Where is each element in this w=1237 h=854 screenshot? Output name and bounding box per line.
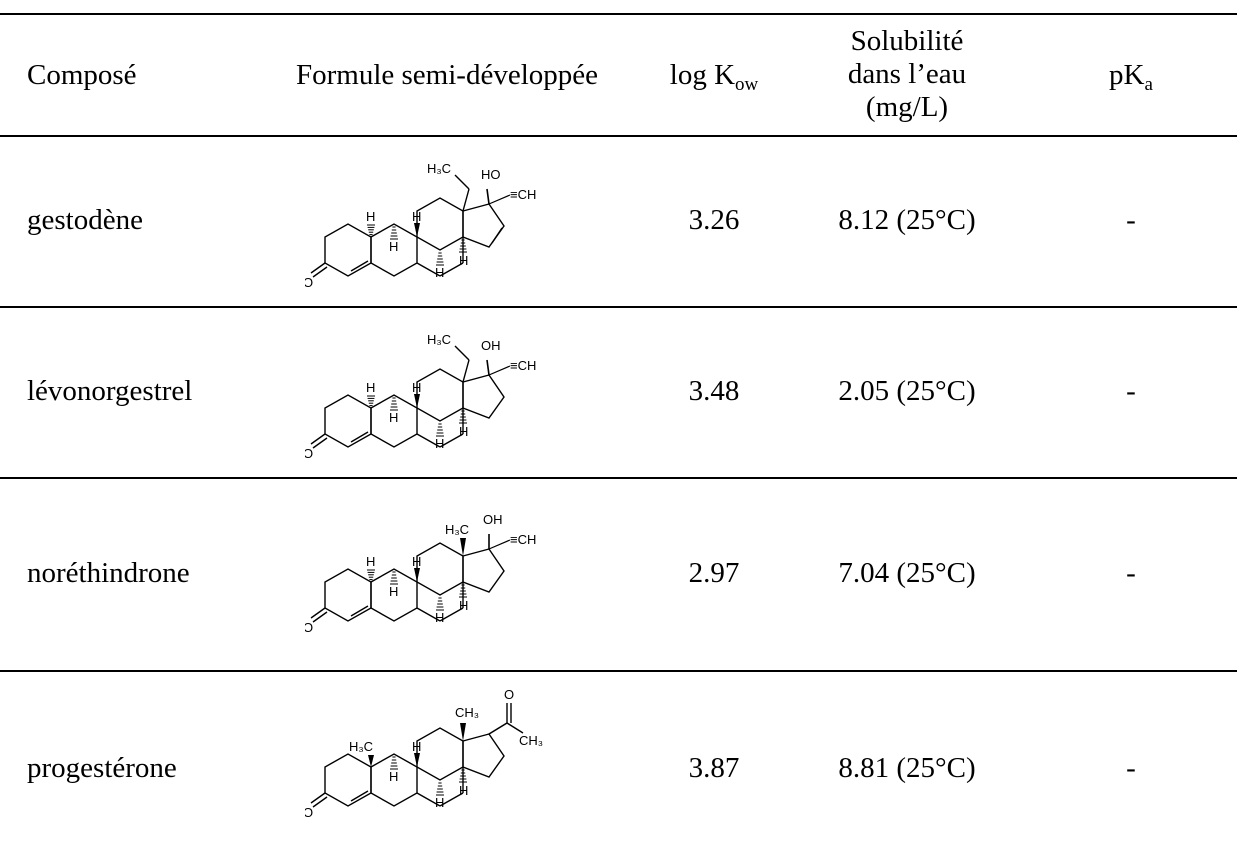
solubility-value: 8.81 (25°C)	[838, 752, 976, 784]
ethynyl-label: ≡CH	[510, 358, 536, 373]
methyl-label: H₃C	[349, 739, 373, 754]
hydrogen-label: H	[435, 436, 444, 451]
log-kow-value: 3.48	[688, 375, 740, 407]
hydrogen-label: H	[389, 239, 398, 254]
header-log-kow-main: log K	[669, 59, 736, 91]
header-log-kow-sub: ow	[735, 74, 759, 95]
hydrogen-label: H	[412, 209, 421, 224]
hydrogen-label: H	[389, 410, 398, 425]
row-divider	[0, 670, 1237, 672]
solubility-value: 7.04 (25°C)	[838, 557, 976, 589]
header-bottom-rule	[0, 135, 1237, 137]
hydrogen-label: H	[389, 584, 398, 599]
oxygen-label: O	[305, 620, 313, 635]
pka-value: -	[1126, 375, 1136, 407]
header-solubility-line2: dans l’eau	[847, 58, 967, 90]
log-kow-value: 2.97	[688, 557, 740, 589]
compound-name: noréthindrone	[27, 557, 190, 589]
header-pka: pKa	[1109, 59, 1153, 94]
methyl-label: CH₃	[455, 705, 479, 720]
hydrogen-label: H	[435, 795, 444, 810]
pka-value: -	[1126, 752, 1136, 784]
row-divider	[0, 306, 1237, 308]
hydrogen-label: H	[412, 554, 421, 569]
oxygen-label: O	[305, 805, 313, 820]
header-compound: Composé	[27, 59, 137, 91]
hydroxyl-label: HO	[481, 167, 501, 182]
hydrogen-label: H	[459, 598, 468, 613]
oxygen-label: O	[504, 687, 514, 702]
hydrogen-label: H	[412, 380, 421, 395]
compound-name: progestérone	[27, 752, 177, 784]
hydrogen-label: H	[459, 424, 468, 439]
hydrogen-label: H	[459, 783, 468, 798]
hydrogen-label: H	[366, 554, 375, 569]
ethynyl-label: ≡CH	[510, 532, 536, 547]
solubility-value: 8.12 (25°C)	[838, 204, 976, 236]
methyl-label: H₃C	[445, 522, 469, 537]
header-solubility: Solubilité dans l’eau (mg/L)	[848, 25, 966, 124]
hydrogen-label: H	[389, 769, 398, 784]
hydrogen-label: H	[366, 380, 375, 395]
hydrogen-label: H	[412, 739, 421, 754]
hydroxyl-label: OH	[481, 338, 501, 353]
compound-name: lévonorgestrel	[27, 375, 193, 407]
hydrogen-label: H	[459, 253, 468, 268]
methyl-label: H₃C	[427, 332, 451, 347]
pka-value: -	[1126, 557, 1136, 589]
compound-name: gestodène	[27, 204, 143, 236]
header-solubility-line1: Solubilité	[850, 25, 964, 57]
header-solubility-line3: (mg/L)	[865, 91, 949, 123]
hydrogen-label: H	[435, 610, 444, 625]
row-divider	[0, 477, 1237, 479]
header-log-kow: log Kow	[669, 59, 758, 94]
log-kow-value: 3.26	[688, 204, 740, 236]
header-pka-main: pK	[1109, 59, 1145, 91]
oxygen-label: O	[305, 275, 313, 290]
pka-value: -	[1126, 204, 1136, 236]
methyl-label: H₃C	[427, 161, 451, 176]
hydrogen-label: H	[435, 265, 444, 280]
table-top-rule	[0, 13, 1237, 15]
hydrogen-label: H	[366, 209, 375, 224]
oxygen-label: O	[305, 446, 313, 461]
methyl-label: CH₃	[519, 733, 543, 748]
solubility-value: 2.05 (25°C)	[838, 375, 976, 407]
header-pka-sub: a	[1144, 74, 1153, 95]
ethynyl-label: ≡CH	[510, 187, 536, 202]
header-formula: Formule semi-développée	[296, 59, 598, 91]
hydroxyl-label: OH	[483, 512, 503, 527]
log-kow-value: 3.87	[688, 752, 740, 784]
